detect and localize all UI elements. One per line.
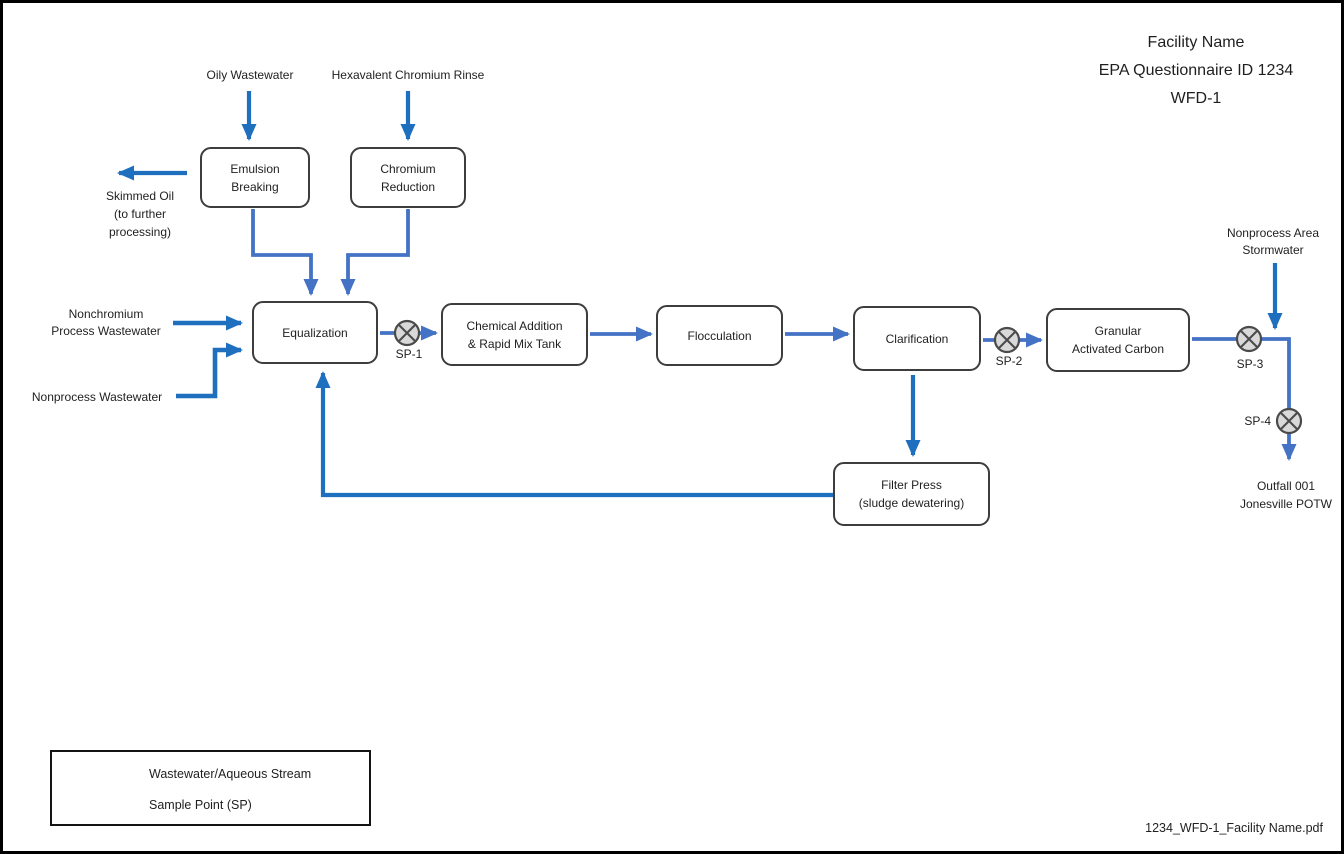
connector-chromium-reduction-to-equalization (340, 209, 410, 296)
label-nonprocess-wastewater: Nonprocess Wastewater (31, 390, 163, 404)
process-box-clarification: Clarification (853, 306, 981, 371)
legend-sample-point-label: Sample Point (SP) (149, 798, 252, 812)
label-sample-point-sp4: SP-4 (1244, 414, 1271, 428)
label-hexavalent-chromium-rinse: Hexavalent Chromium Rinse (331, 68, 485, 82)
process-box-flocculation: Flocculation (656, 305, 783, 366)
process-box-chromium-reduction: Chromium Reduction (350, 147, 466, 208)
process-box-chemical-addition: Chemical Addition & Rapid Mix Tank (441, 303, 588, 366)
flow-diagram-canvas (72, 91, 1303, 820)
legend-stream-label: Wastewater/Aqueous Stream (149, 767, 312, 781)
title-block: Facility Name EPA Questionnaire ID 1234 … (1055, 29, 1337, 113)
label-nonchromium-process-wastewater: Nonchromium Process Wastewater (51, 307, 161, 338)
legend-box (50, 750, 371, 826)
label-sample-point-sp1: SP-1 (395, 347, 423, 361)
sample-point-sp3-icon (1235, 325, 1263, 353)
questionnaire-id: EPA Questionnaire ID 1234 (1098, 62, 1294, 79)
label-oily-wastewater: Oily Wastewater (206, 68, 294, 82)
facility-name: Facility Name (1147, 34, 1245, 51)
process-box-filter-press: Filter Press (sludge dewatering) (833, 462, 990, 526)
sample-point-sp2-icon (993, 326, 1021, 354)
label-sample-point-sp3: SP-3 (1236, 357, 1264, 371)
sample-point-sp1-icon (393, 319, 421, 347)
label-nonprocess-area-stormwater: Nonprocess Area Stormwater (1226, 226, 1320, 257)
footer-filename: 1234_WFD-1_Facility Name.pdf (1145, 821, 1323, 835)
label-sample-point-sp2: SP-2 (995, 354, 1023, 368)
process-box-equalization: Equalization (252, 301, 378, 364)
label-skimmed-oil: Skimmed Oil (to further processing) (105, 189, 174, 239)
arrow-nonprocess-wastewater-in (176, 342, 243, 399)
diagram-id: WFD-1 (1170, 90, 1222, 107)
connector-emulsion-breaking-to-equalization (251, 209, 319, 296)
process-box-emulsion-breaking: Emulsion Breaking (200, 147, 310, 208)
sample-point-sp4-icon (1275, 407, 1303, 435)
label-outfall: Outfall 001 Jonesville POTW (1239, 479, 1333, 511)
process-box-granular-activated-carbon: Granular Activated Carbon (1046, 308, 1190, 372)
arrow-filter-press-return-to-equalization (315, 371, 833, 498)
